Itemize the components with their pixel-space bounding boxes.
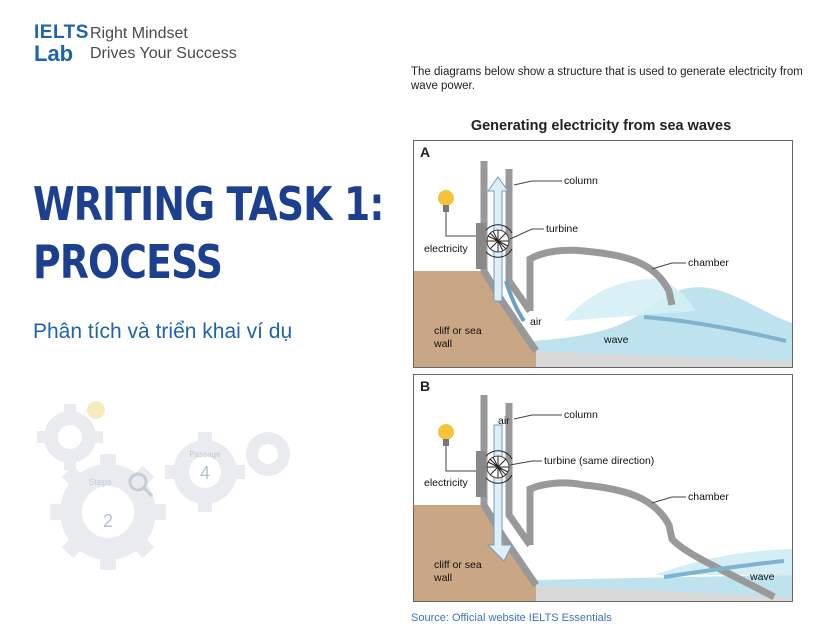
logo-ielts-text: IELTS: [34, 22, 89, 43]
label-column: column: [564, 175, 598, 187]
lightbulb-icon: [438, 424, 454, 446]
cliff: [414, 271, 536, 367]
sea-bed: [524, 351, 792, 367]
label-column: column: [564, 409, 598, 421]
magnifier-icon: [128, 472, 154, 498]
page-title: WRITING TASK 1: PROCESS: [33, 175, 384, 291]
chamber-leader: [651, 496, 686, 504]
column-wall-right: [505, 169, 533, 314]
label-turbine: turbine (same direction): [544, 455, 655, 467]
tagline-line-2: Drives Your Success: [90, 45, 237, 62]
wave-flow-arrow: [663, 559, 785, 579]
page-subtitle: Phân tích và triển khai ví dụ: [33, 320, 293, 343]
gear-steps-text: Steps: [88, 477, 112, 487]
sea-bed: [524, 585, 792, 601]
generator-block: [476, 451, 486, 497]
diagram-b-drawing: [414, 395, 792, 601]
panel-letter-b: B: [420, 378, 431, 394]
sea-water: [534, 287, 792, 367]
panel-letter-a: A: [420, 144, 431, 160]
turbine-icon: [483, 450, 513, 484]
label-electricity: electricity: [424, 477, 468, 489]
label-chamber: chamber: [688, 491, 729, 503]
label-turbine: turbine: [546, 223, 579, 235]
electricity-wire: [445, 212, 476, 237]
turbine-leader: [509, 228, 544, 240]
electricity-wire: [445, 446, 476, 472]
air-flow-curve: [504, 280, 526, 323]
label-chamber: chamber: [688, 257, 729, 269]
gear-badge-4: 4: [200, 463, 210, 483]
lightbulb-icon: [438, 190, 454, 212]
ielts-lab-logo[interactable]: IELTS Lab: [34, 22, 88, 68]
figure-title: Generating electricity from sea waves: [470, 118, 732, 134]
column-wall-left: [480, 161, 539, 353]
label-cliff: cliff or sea wall: [434, 325, 482, 350]
turbine-leader: [509, 460, 542, 466]
gear-passage-text: Passage: [189, 450, 221, 459]
figure-source[interactable]: Source: Official website IELTS Essential…: [411, 612, 612, 624]
gears-illustration: 2 4 Steps Passage: [37, 401, 290, 570]
cliff: [414, 505, 536, 601]
chamber-leader: [651, 262, 686, 270]
diagram-a-drawing: [414, 161, 792, 367]
gear-right-icon: [246, 432, 290, 476]
wave-flow-arrow: [643, 315, 787, 343]
label-air: air: [498, 415, 510, 427]
idea-bulb-icon: [87, 401, 105, 419]
chamber-roof: [526, 479, 776, 601]
brand: IELTS Lab Right Mindset Drives Your Succ…: [34, 22, 274, 68]
gear-badge-2: 2: [103, 511, 113, 531]
label-air: air: [530, 316, 542, 328]
label-cliff: cliff or sea wall: [434, 559, 482, 584]
diagram-panel-a: A column turbine electricity chamber air…: [413, 140, 793, 368]
gear-top-left-icon: [37, 404, 103, 470]
generator-block: [476, 223, 486, 269]
diagram-panel-b: B air column turbine (same direction) el…: [413, 374, 793, 602]
tagline: Right Mindset Drives Your Success: [90, 24, 237, 64]
wave-crest: [654, 549, 792, 575]
page-title-line-2: PROCESS: [33, 235, 223, 289]
column-wall-right: [505, 403, 533, 548]
column-leader: [513, 414, 562, 420]
logo-lab-text: Lab: [34, 41, 74, 66]
gear-large-icon: [50, 454, 166, 570]
figure-intro: The diagrams below show a structure that…: [411, 66, 803, 92]
tagline-line-1: Right Mindset: [90, 25, 188, 42]
page-title-line-1: WRITING TASK 1:: [33, 177, 384, 231]
label-wave: wave: [750, 571, 775, 583]
gear-middle-icon: [165, 432, 245, 512]
chamber-roof: [526, 246, 676, 311]
column-leader: [513, 180, 562, 186]
turbine-icon: [483, 224, 513, 258]
label-electricity: electricity: [424, 243, 468, 255]
column-wall-left: [480, 395, 539, 587]
wave-crest: [564, 279, 696, 321]
label-wave: wave: [604, 334, 629, 346]
